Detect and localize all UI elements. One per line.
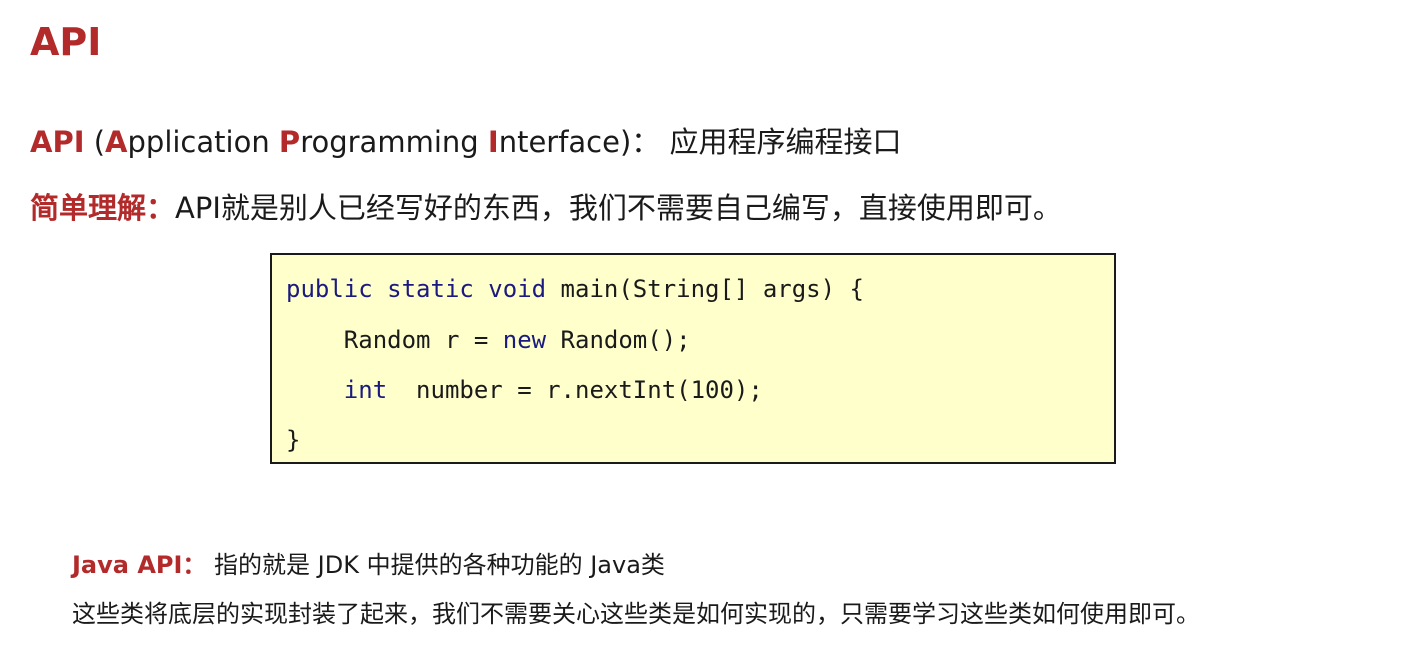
code-indent	[286, 376, 344, 404]
java-api-text: 指的就是 JDK 中提供的各种功能的 Java类	[206, 551, 665, 579]
code-line-1: public static void main(String[] args) {	[286, 275, 864, 303]
code-keyword-new: new	[502, 326, 547, 354]
word-interface: nterface)：	[498, 125, 661, 159]
code-text: main(String[] args) {	[546, 275, 864, 303]
letter-p: P	[278, 125, 301, 159]
word-programming: rogramming	[300, 125, 488, 159]
api-abbrev: API	[30, 125, 85, 159]
code-keywords: public static void	[286, 275, 547, 303]
code-text: number = r.nextInt(100);	[387, 376, 763, 404]
code-indent	[286, 326, 344, 354]
api-definition: API (Application Programming Interface)：…	[30, 119, 902, 161]
code-line-2: Random r = new Random();	[286, 326, 691, 354]
understanding-label: 简单理解：	[30, 191, 176, 225]
understanding-text: API就是别人已经写好的东西，我们不需要自己编写，直接使用即可。	[175, 191, 1062, 225]
understanding-line: 简单理解：API就是别人已经写好的东西，我们不需要自己编写，直接使用即可。	[30, 185, 1062, 227]
api-meaning: 应用程序编程接口	[660, 125, 902, 159]
word-application: pplication	[127, 125, 279, 159]
java-api-label: Java API：	[72, 551, 207, 579]
code-line-3: int number = r.nextInt(100);	[286, 376, 763, 404]
letter-a: A	[105, 125, 128, 159]
code-text: Random r =	[343, 326, 503, 354]
letter-i: I	[487, 125, 499, 159]
code-text: Random();	[546, 326, 691, 354]
open-paren: (	[84, 125, 106, 159]
java-api-line: Java API： 指的就是 JDK 中提供的各种功能的 Java类	[72, 545, 665, 580]
page-title: API	[30, 20, 102, 64]
code-block: public static void main(String[] args) {…	[270, 253, 1116, 464]
description-line: 这些类将底层的实现封装了起来，我们不需要关心这些类是如何实现的，只需要学习这些类…	[72, 600, 1200, 628]
code-keyword-int: int	[343, 376, 388, 404]
code-line-4: }	[286, 426, 301, 454]
